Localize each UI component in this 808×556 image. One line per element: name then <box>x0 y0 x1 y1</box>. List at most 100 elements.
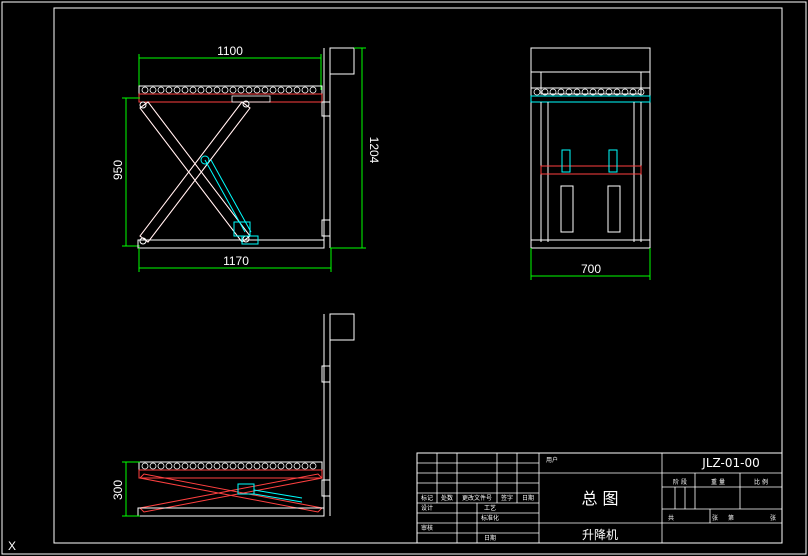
roller <box>565 88 573 96</box>
roller <box>549 88 557 96</box>
roller <box>149 462 157 470</box>
rev-col-doc: 更改文件号 <box>462 494 492 502</box>
base-frame <box>137 235 325 249</box>
dim-bottom-label: 1170 <box>223 254 249 268</box>
scale-label: 比 例 <box>754 478 768 486</box>
front-view: 1100 950 <box>111 44 381 272</box>
roller <box>181 462 189 470</box>
roller <box>141 462 149 470</box>
roller <box>277 462 285 470</box>
roller <box>245 86 253 94</box>
rev-col-mark: 标记 <box>421 494 433 502</box>
roller <box>229 86 237 94</box>
roller <box>197 462 205 470</box>
dim-bottom-1170: 1170 <box>138 248 332 272</box>
roller <box>141 86 149 94</box>
roller <box>261 462 269 470</box>
user-label: 用户 <box>546 456 558 464</box>
dim-total-1204: 1204 <box>330 47 381 249</box>
roller-deck <box>138 85 323 103</box>
roller <box>261 86 269 94</box>
roller <box>173 462 181 470</box>
roller <box>621 88 629 96</box>
dim-side-label: 700 <box>581 262 601 276</box>
roller <box>237 86 245 94</box>
roller <box>589 88 597 96</box>
roller <box>189 462 197 470</box>
roller <box>205 86 213 94</box>
roller <box>197 86 205 94</box>
roller <box>253 462 261 470</box>
roller <box>309 86 317 94</box>
roller <box>213 86 221 94</box>
roller <box>253 86 261 94</box>
roller <box>573 88 581 96</box>
title-block: 标记 处数 更改文件号 签字 日期 设计 审核 工艺 标准化 日期 用户 总 图… <box>416 452 783 544</box>
roller <box>245 462 253 470</box>
roller <box>293 86 301 94</box>
rev-col-date: 日期 <box>522 494 534 502</box>
dim-top-1100: 1100 <box>138 44 322 90</box>
hydraulic-cylinder-front <box>204 159 252 237</box>
roller <box>637 88 645 96</box>
roller <box>285 86 293 94</box>
sheet-unit2: 张 <box>770 514 776 522</box>
roller <box>277 86 285 94</box>
roller <box>541 88 549 96</box>
roller <box>301 86 309 94</box>
roller <box>309 462 317 470</box>
stage-label: 阶 段 <box>673 478 687 486</box>
roller <box>301 462 309 470</box>
drawing-subtitle: 升降机 <box>582 528 618 542</box>
roller <box>237 462 245 470</box>
rev-col-count: 处数 <box>441 494 453 502</box>
roller <box>157 462 165 470</box>
dim-height-label: 950 <box>111 160 125 180</box>
roller <box>213 462 221 470</box>
roller <box>613 88 621 96</box>
roller <box>229 462 237 470</box>
dim-top-label: 1100 <box>217 44 243 58</box>
row-date: 日期 <box>484 534 496 542</box>
roller <box>581 88 589 96</box>
roller <box>597 88 605 96</box>
roller <box>205 462 213 470</box>
side-view <box>530 47 651 249</box>
drawing-number: JLZ-01-00 <box>701 456 759 470</box>
dim-side-700: 700 <box>530 248 651 280</box>
roller <box>165 462 173 470</box>
dim-lowered-label: 300 <box>111 480 125 500</box>
roller <box>221 86 229 94</box>
roller <box>221 462 229 470</box>
roller <box>629 88 637 96</box>
rev-col-sign: 签字 <box>501 494 513 502</box>
roller <box>293 462 301 470</box>
roller <box>189 86 197 94</box>
roller <box>557 88 565 96</box>
dim-total-label: 1204 <box>367 137 381 164</box>
roller <box>149 86 157 94</box>
roller <box>269 462 277 470</box>
axis-marker: X <box>8 539 16 553</box>
roller <box>605 88 613 96</box>
weight-label: 重 量 <box>711 478 725 486</box>
roller <box>285 462 293 470</box>
row-process: 工艺 <box>484 504 496 512</box>
right-column <box>321 47 355 248</box>
lowered-view <box>137 313 355 517</box>
dim-height-950: 950 <box>111 97 140 247</box>
sheet-total: 共 <box>668 514 674 522</box>
row-design: 设计 <box>421 504 433 512</box>
roller <box>165 86 173 94</box>
dim-lowered-300: 300 <box>111 461 140 517</box>
roller <box>173 86 181 94</box>
sheet-unit: 张 <box>712 514 718 522</box>
roller <box>269 86 277 94</box>
sheet-index: 第 <box>728 514 734 522</box>
roller <box>533 88 541 96</box>
row-standard: 标准化 <box>481 514 499 522</box>
roller <box>181 86 189 94</box>
drawing-title: 总 图 <box>581 489 618 508</box>
